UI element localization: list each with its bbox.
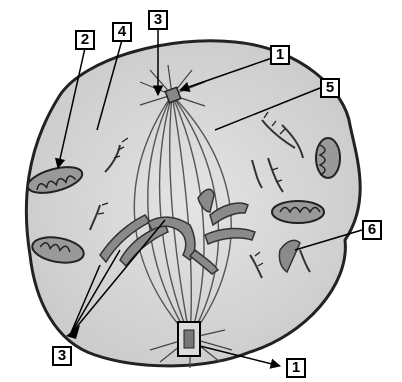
label-centrosome-top: 1: [270, 45, 290, 65]
label-nuclear-fragment: 5: [320, 78, 340, 98]
mitochondrion-right-middle: [272, 201, 324, 223]
label-chromosomes: 3: [52, 346, 72, 366]
mitochondrion-right-top: [316, 138, 340, 178]
label-centrosome-bottom: 1: [286, 358, 306, 378]
label-cytoplasm: 4: [112, 22, 132, 42]
label-chromatin: 6: [362, 220, 382, 240]
label-spindle-top: 3: [148, 10, 168, 30]
label-mitochondrion: 2: [75, 30, 95, 50]
centriole-bottom: [184, 330, 194, 348]
